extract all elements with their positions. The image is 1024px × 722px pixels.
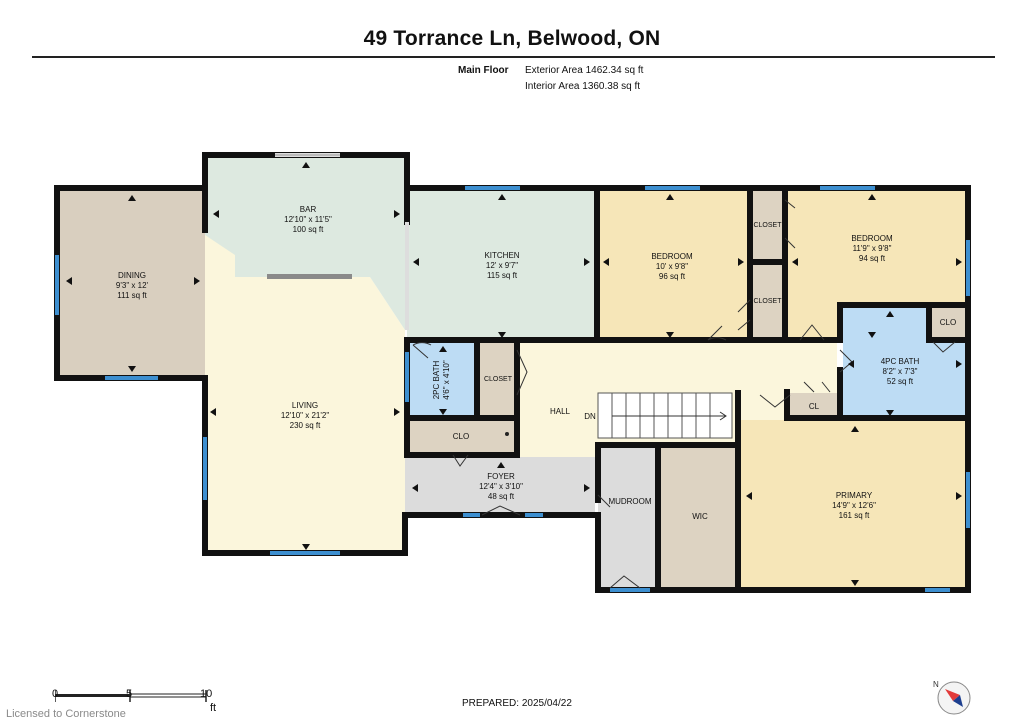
mudroom-fill [598,447,656,589]
room-4pc-bath-area: 52 sq ft [886,377,914,386]
floor-label: Main Floor [458,65,509,76]
room-clo-a-name: CLO [452,432,470,441]
room-dining: DINING 9'3" x 12' 111 sq ft [100,271,164,301]
room-bedroom-1-area: 96 sq ft [658,272,686,281]
room-wic: WIC [680,512,720,522]
primary-fill [740,420,968,589]
room-bedroom-2-name: BEDROOM [851,234,893,243]
room-wic-name: WIC [692,512,708,521]
door-knob [505,432,509,436]
living-fill [205,235,405,552]
room-bedroom-1-dims: 10' x 9'8" [655,262,689,271]
room-kitchen: KITCHEN 12' x 9'7" 115 sq ft [462,251,542,281]
room-primary-area: 161 sq ft [838,511,870,520]
room-dining-name: DINING [118,271,146,280]
room-bedroom-1-name: BEDROOM [651,252,693,261]
closet-c-fill [479,341,517,416]
room-mudroom-name: MUDROOM [608,497,652,506]
stairs [597,392,733,439]
title-divider [32,56,995,58]
bedroom1-fill [597,189,750,339]
compass-icon: N [933,680,971,715]
cl-fill [789,393,839,418]
room-2pc-bath-name: 2PC BATH [432,360,441,400]
dining-fill [60,190,205,376]
doors [275,153,956,589]
room-4pc-bath: 4PC BATH 8'2" x 7'3" 52 sq ft [860,357,940,387]
scale-unit: ft [210,702,217,714]
room-clo-a: CLO [443,432,479,442]
clo-a-fill [407,420,517,452]
room-bedroom-2-dims: 11'9" x 9'8" [852,244,892,253]
room-dining-dims: 9'3" x 12' [115,281,149,290]
room-foyer-dims: 12'4" x 3'10" [479,482,523,491]
scale-bar [55,690,207,702]
room-dining-area: 111 sq ft [117,291,147,300]
compass-north-label: N [933,680,939,689]
clo-b-fill [929,305,967,339]
room-2pc-bath: 2PC BATH 4'6" x 4'10" [432,352,452,408]
room-bedroom-2: BEDROOM 11'9" x 9'8" 94 sq ft [832,234,912,264]
room-clo-b-name: CLO [939,318,957,327]
room-kitchen-area: 115 sq ft [486,271,518,280]
room-closet-c-name: CLOSET [483,376,512,383]
room-4pc-bath-dims: 8'2" x 7'3" [882,367,918,376]
room-primary-name: PRIMARY [835,491,873,500]
room-living-dims: 12'10" x 21'2" [280,411,330,420]
room-bar-area: 100 sq ft [292,225,324,234]
room-living-area: 230 sq ft [289,421,321,430]
scale-label-5: 5 [126,688,133,700]
room-bar: BAR 12'10" x 11'5" 100 sq ft [268,205,348,235]
room-bar-name: BAR [299,205,317,214]
room-bar-dims: 12'10" x 11'5" [284,215,332,224]
room-closet-b: CLOSET [751,297,784,307]
room-mudroom: MUDROOM [605,497,655,507]
room-kitchen-name: KITCHEN [484,251,520,260]
room-closet-b-name: CLOSET [753,298,782,305]
room-2pc-bath-dims: 4'6" x 4'10" [442,360,451,400]
exterior-area: Exterior Area 1462.34 sq ft [525,65,644,76]
room-primary-dims: 14'9" x 12'6" [832,501,876,510]
dimension-arrows [66,162,962,586]
room-bedroom-1: BEDROOM 10' x 9'8" 96 sq ft [632,252,712,282]
room-foyer: FOYER 12'4" x 3'10" 48 sq ft [461,472,541,502]
room-4pc-bath-name: 4PC BATH [880,357,920,366]
room-cl-name: CL [808,402,820,411]
wic-fill [660,447,738,589]
windows [55,186,970,592]
room-foyer-name: FOYER [487,472,515,481]
stairs-down-label: DN [578,412,602,422]
scale-label-0: 0 [52,688,59,700]
room-closet-c: CLOSET [479,375,517,385]
room-cl: CL [802,402,826,412]
room-bedroom-2-area: 94 sq ft [858,254,886,263]
room-closet-a-name: CLOSET [753,222,782,229]
closet-a-fill [751,189,784,261]
room-kitchen-dims: 12' x 9'7" [485,261,519,270]
room-living-name: LIVING [291,401,319,410]
room-hall-name: HALL [549,407,570,416]
room-hall: HALL [540,407,580,417]
bar-counter [267,274,352,279]
plan-title: 49 Torrance Ln, Belwood, ON [363,27,661,50]
bath2pc-fill [407,341,477,416]
license-watermark: Licensed to Cornerstone [6,708,126,720]
scale-label-10: 10 [200,688,213,700]
room-foyer-area: 48 sq ft [487,492,515,501]
kitchen-fill [407,189,597,339]
stairs-down-text: DN [584,412,596,421]
bar-lower-fill [235,230,405,330]
prepared-date: PREPARED: 2025/04/22 [462,698,572,709]
closet-b-fill [751,264,784,339]
room-closet-a: CLOSET [751,221,784,231]
room-living: LIVING 12'10" x 21'2" 230 sq ft [265,401,345,431]
room-clo-b: CLO [931,318,965,328]
interior-area: Interior Area 1360.38 sq ft [525,81,641,92]
room-primary: PRIMARY 14'9" x 12'6" 161 sq ft [814,491,894,521]
